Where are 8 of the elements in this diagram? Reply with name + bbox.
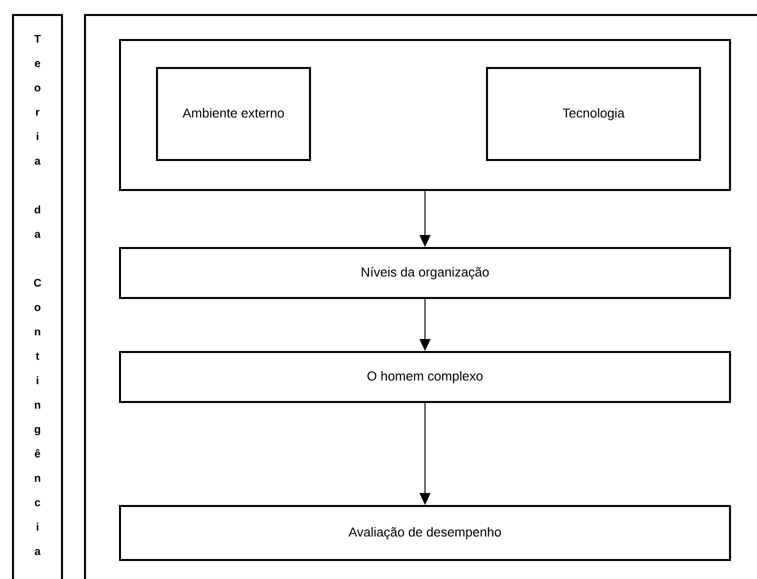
process-box: Níveis da organização bbox=[119, 247, 731, 299]
frame bbox=[84, 14, 757, 579]
process-box: Avaliação de desempenho bbox=[119, 505, 731, 561]
process-box: O homem complexo bbox=[119, 351, 731, 403]
process-box: Tecnologia bbox=[486, 67, 701, 161]
process-box bbox=[119, 39, 731, 191]
process-box: Ambiente externo bbox=[156, 67, 311, 161]
title-band: Teoria da Contingência bbox=[12, 14, 63, 579]
